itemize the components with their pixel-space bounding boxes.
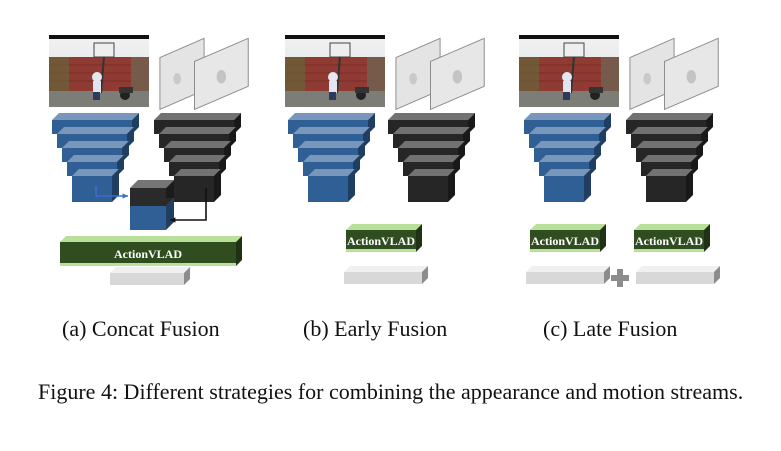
panel-b-motion-stream-layer-5 <box>408 169 455 202</box>
panel-c-video-frame <box>518 35 620 107</box>
panel-c-flow-frames <box>629 37 719 110</box>
panel-b-appearance-stream-layer-5 <box>308 169 355 202</box>
panel-a-video-frame <box>48 35 150 107</box>
panel-c-actionvlad-motion-label: ActionVLAD <box>635 234 703 248</box>
panel-a-arrow-appearance <box>95 186 128 199</box>
panel-c-output-bar-motion <box>636 266 720 284</box>
panel-c-actionvlad-appearance: ActionVLAD <box>530 224 606 252</box>
panel-c-output-bar-appearance <box>526 266 610 284</box>
panel-c-actionvlad-motion: ActionVLAD <box>634 224 710 252</box>
panel-a-concat-bottom <box>130 198 174 230</box>
panel-c-label: (c) Late Fusion <box>543 316 678 341</box>
panel-a-actionvlad-label: ActionVLAD <box>114 247 182 261</box>
panel-a-arrow-motion <box>170 188 207 223</box>
plus-icon <box>611 269 629 287</box>
panel-b-output-bar <box>344 266 428 284</box>
panel-b-video-frame <box>284 35 386 107</box>
panel-a-motion-stream-layer-5 <box>174 169 221 202</box>
panel-b-actionvlad-label: ActionVLAD <box>347 234 415 248</box>
fusion-diagram: ActionVLAD ActionVLAD ActionVLAD ActionVLAD <box>48 35 720 287</box>
panel-a-output-bar <box>110 267 190 285</box>
panel-b-flow-frames <box>395 37 485 110</box>
panel-c-motion-stream-layer-5 <box>646 169 693 202</box>
panel-a-flow-frames <box>159 37 249 110</box>
panel-b-actionvlad: ActionVLAD <box>346 224 422 252</box>
panel-c-appearance-stream-layer-5 <box>544 169 591 202</box>
panel-a-appearance-stream-layer-5 <box>72 169 119 202</box>
panel-b-label: (b) Early Fusion <box>303 316 448 341</box>
figure-caption: Figure 4: Different strategies for combi… <box>38 379 744 404</box>
panel-a-actionvlad: ActionVLAD <box>60 236 242 266</box>
panel-a-label: (a) Concat Fusion <box>62 316 220 341</box>
panel-c-actionvlad-appearance-label: ActionVLAD <box>531 234 599 248</box>
